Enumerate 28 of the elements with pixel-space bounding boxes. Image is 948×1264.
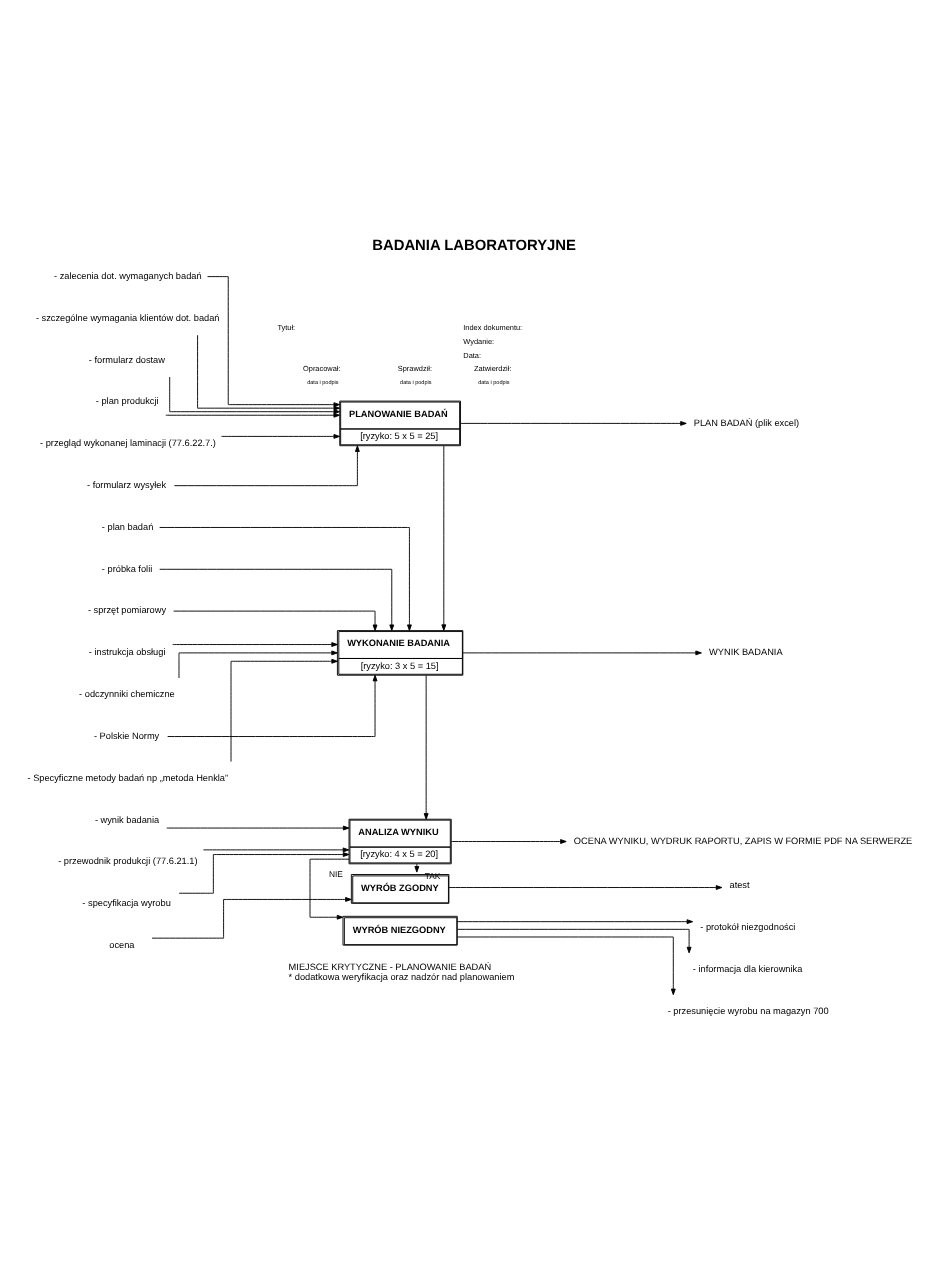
arrow — [441, 445, 447, 631]
arrow — [159, 568, 395, 631]
arrow — [414, 863, 420, 873]
arrow — [159, 527, 412, 631]
arrow — [423, 674, 429, 820]
arrow — [172, 642, 338, 647]
arrow — [167, 674, 378, 737]
arrow — [202, 847, 350, 853]
arrow — [230, 658, 338, 763]
arrow — [462, 650, 702, 656]
arrow — [165, 412, 340, 418]
arrow — [173, 445, 360, 487]
arrow — [151, 897, 352, 939]
arrow — [457, 928, 692, 954]
arrow — [169, 376, 341, 415]
arrow — [178, 852, 350, 894]
arrow — [309, 858, 350, 920]
arrow — [456, 919, 694, 925]
arrow — [460, 421, 687, 426]
arrow — [456, 936, 676, 996]
arrow — [197, 334, 341, 411]
arrow — [173, 610, 378, 631]
arrow — [450, 839, 567, 844]
arrow — [220, 434, 340, 439]
diagram-title: BADANIA LABORATORYJNE — [372, 236, 576, 255]
arrow — [166, 825, 350, 831]
arrow — [178, 650, 338, 679]
arrow — [448, 885, 723, 890]
